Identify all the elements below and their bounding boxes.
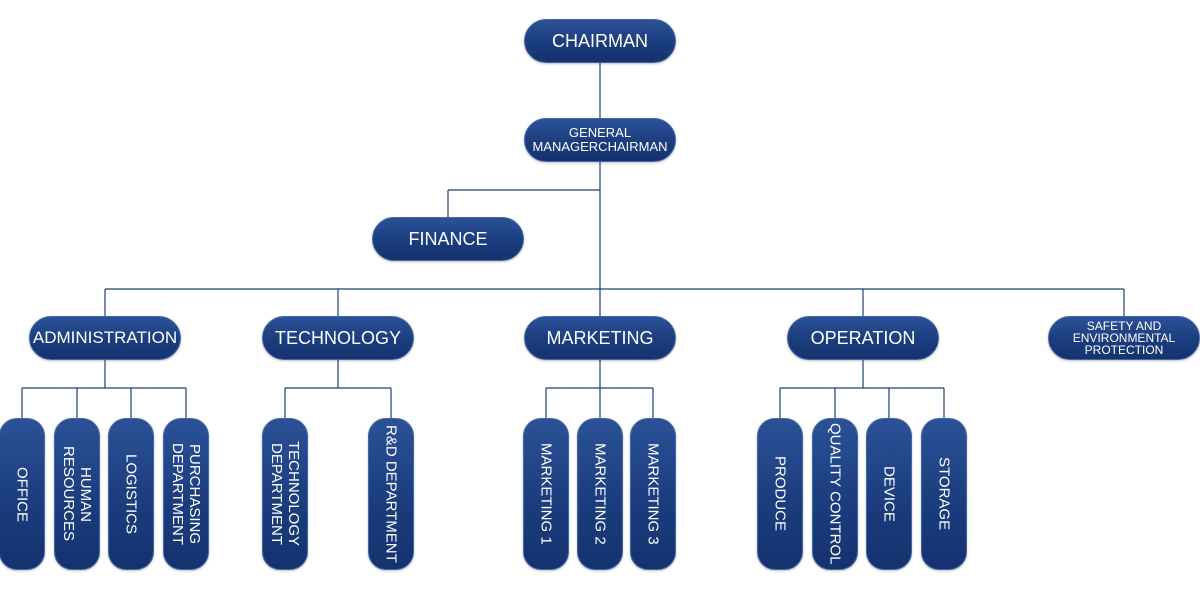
general-manager-node: GENERAL MANAGERCHAIRMAN [524, 118, 676, 162]
operation-label: OPERATION [810, 327, 916, 348]
finance-node: FINANCE [372, 217, 524, 261]
marketing-2-node: MARKETING 2 [577, 418, 623, 570]
chairman-label: CHAIRMAN [551, 30, 648, 51]
general-manager-label: GENERAL MANAGERCHAIRMAN [532, 125, 668, 154]
purchasing-department-label: PURCHASING DEPARTMENT [169, 443, 203, 545]
technology-department-label: TECHNOLOGY DEPARTMENT [268, 441, 302, 547]
human-resources-node: HUMAN RESOURCES [54, 418, 100, 570]
safety-environmental-node: SAFETY AND ENVIRONMENTAL PROTECTION [1048, 316, 1200, 360]
quality-control-label: QUALITY CONTROL [826, 423, 844, 565]
operation-node: OPERATION [787, 316, 939, 360]
human-resources-label: HUMAN RESOURCES [60, 446, 94, 542]
administration-node: ADMINISTRATION [29, 316, 181, 360]
purchasing-department-node: PURCHASING DEPARTMENT [163, 418, 209, 570]
marketing-node: MARKETING [524, 316, 676, 360]
rd-department-node: R&D DEPARTMENT [368, 418, 414, 570]
marketing-1-label: MARKETING 1 [537, 443, 555, 545]
quality-control-node: QUALITY CONTROL [812, 418, 858, 570]
marketing-2-label: MARKETING 2 [591, 443, 609, 545]
marketing-1-node: MARKETING 1 [523, 418, 569, 570]
office-node: OFFICE [0, 418, 45, 570]
storage-label: STORAGE [935, 457, 953, 531]
storage-node: STORAGE [921, 418, 967, 570]
logistics-label: LOGISTICS [122, 453, 140, 535]
produce-label: PRODUCE [771, 456, 789, 532]
marketing-3-node: MARKETING 3 [630, 418, 676, 570]
logistics-node: LOGISTICS [108, 418, 154, 570]
rd-department-label: R&D DEPARTMENT [382, 425, 400, 563]
produce-node: PRODUCE [757, 418, 803, 570]
device-node: DEVICE [866, 418, 912, 570]
technology-department-node: TECHNOLOGY DEPARTMENT [262, 418, 308, 570]
chairman-node: CHAIRMAN [524, 19, 676, 63]
administration-label: ADMINISTRATION [32, 328, 178, 348]
marketing-3-label: MARKETING 3 [644, 443, 662, 545]
device-label: DEVICE [880, 466, 898, 522]
marketing-label: MARKETING [546, 327, 654, 348]
technology-node: TECHNOLOGY [262, 316, 414, 360]
technology-label: TECHNOLOGY [274, 327, 402, 348]
safety-environmental-label: SAFETY AND ENVIRONMENTAL PROTECTION [1072, 319, 1176, 357]
finance-label: FINANCE [408, 228, 488, 249]
office-label: OFFICE [13, 466, 31, 522]
